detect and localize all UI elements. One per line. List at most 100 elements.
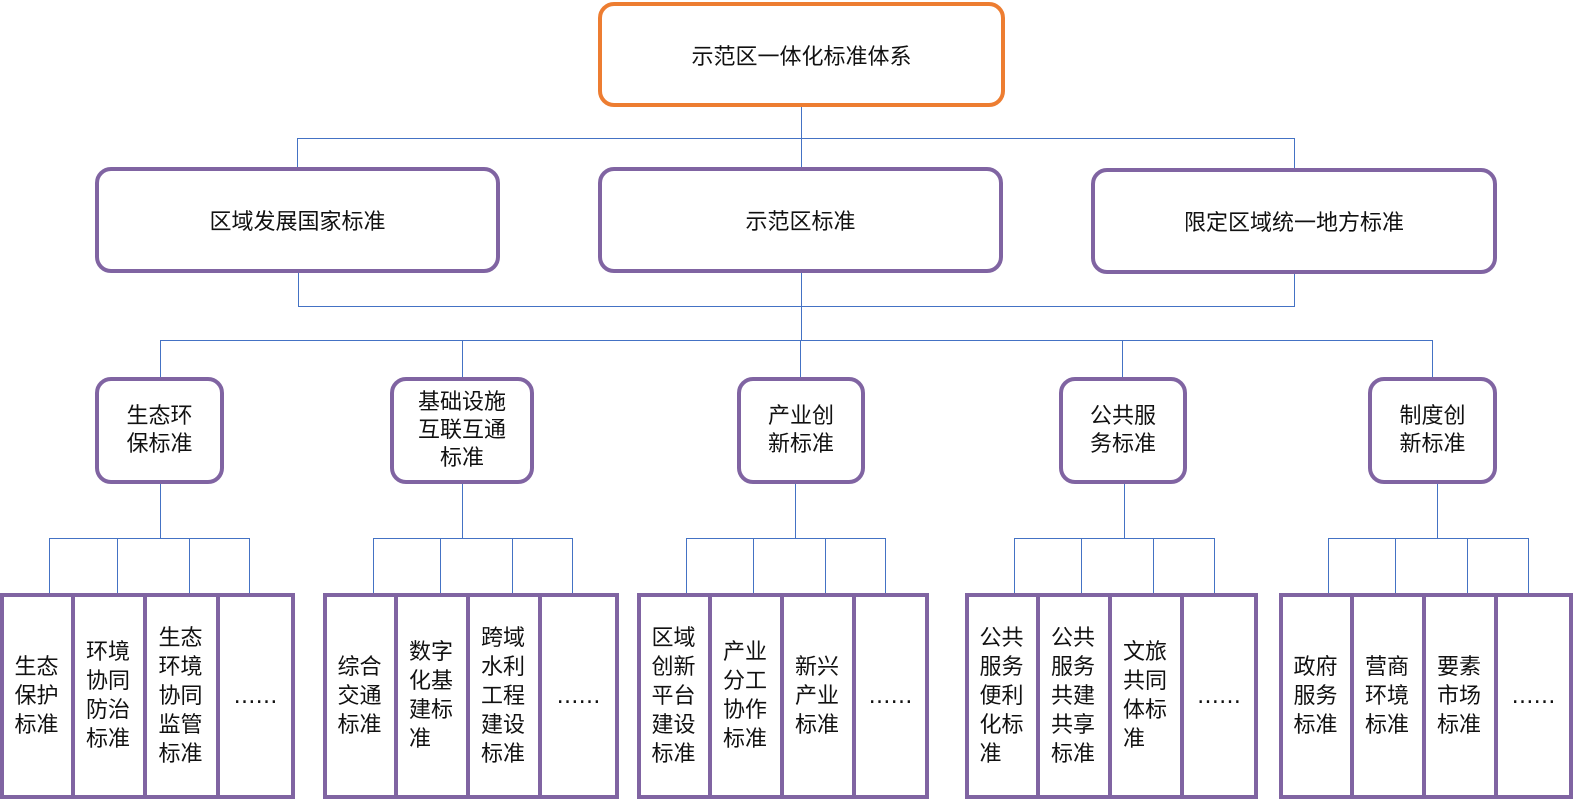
connector-l4-hub — [462, 484, 463, 538]
connector-l2-1-bottom — [298, 272, 299, 307]
l4-node-label: 数字化基建标准 — [409, 640, 454, 752]
l4-node-label: …… — [556, 683, 601, 709]
l4-node: 环境协同防治标准 — [71, 593, 147, 799]
l4-node-label: 生态保护标准 — [14, 654, 59, 738]
connector-l2-3-bottom — [1294, 272, 1295, 307]
connector-l4-drop — [117, 538, 118, 593]
connector-l4-drop — [1328, 538, 1329, 593]
l4-node-label: …… — [1511, 683, 1556, 709]
l2-node-label: 示范区标准 — [745, 210, 856, 235]
connector-l3-3 — [800, 340, 801, 378]
connector-l4-drop — [1081, 538, 1082, 593]
l4-node: 文旅共同体标准 — [1108, 593, 1184, 799]
root-node-label: 示范区一体化标准体系 — [691, 44, 912, 70]
connector-l3-2 — [462, 340, 463, 378]
l3-node: 公共服务标准 — [1059, 377, 1187, 484]
connector-l4-hub — [795, 484, 796, 538]
connector-l4-hub — [1437, 484, 1438, 538]
l2-node-national: 区域发展国家标准 — [95, 167, 500, 273]
connector-l2-2-down — [801, 272, 802, 341]
l4-node: 政府服务标准 — [1279, 593, 1354, 799]
l2-node-local: 限定区域统一地方标准 — [1091, 168, 1497, 274]
connector-l4-bus — [686, 538, 886, 539]
connector-l2-top-bus — [297, 138, 1295, 139]
l3-node: 制度创新标准 — [1368, 377, 1497, 484]
l3-node-label: 产业创新标准 — [767, 403, 834, 457]
l4-node-ellipsis: …… — [852, 593, 929, 799]
l3-node-label: 生态环保标准 — [126, 403, 193, 457]
l4-node-ellipsis: …… — [1180, 593, 1258, 799]
connector-l4-bus — [373, 538, 573, 539]
l4-node-label: 公共服务便利化标准 — [979, 625, 1024, 767]
l4-node-label: 生态环境协同监管标准 — [158, 625, 203, 767]
l4-node: 公共服务便利化标准 — [965, 593, 1040, 799]
l4-node: 产业分工协作标准 — [708, 593, 784, 799]
connector-l4-drop — [686, 538, 687, 593]
l3-node-label: 公共服务标准 — [1089, 403, 1156, 457]
l4-node: 生态环境协同监管标准 — [143, 593, 220, 799]
l4-node-label: 跨域水利工程建设标准 — [481, 625, 526, 767]
connector-l4-drop — [1528, 538, 1529, 593]
l4-node-label: 公共服务共建共享标准 — [1051, 625, 1096, 767]
l4-node-ellipsis: …… — [216, 593, 295, 799]
root-node: 示范区一体化标准体系 — [598, 2, 1005, 107]
connector-l4-bus — [49, 538, 250, 539]
l4-node-label: …… — [233, 683, 278, 709]
l4-node: 生态保护标准 — [0, 593, 75, 799]
l4-node-label: 要素市场标准 — [1437, 654, 1482, 738]
connector-l4-drop — [249, 538, 250, 593]
l4-node: 营商环境标准 — [1350, 593, 1426, 799]
connector-l4-hub — [1124, 484, 1125, 538]
connector-l4-drop — [1467, 538, 1468, 593]
connector-l4-drop — [1214, 538, 1215, 593]
connector-l4-bus — [1014, 538, 1215, 539]
l4-node: 综合交通标准 — [323, 593, 398, 799]
l4-node-ellipsis: …… — [538, 593, 619, 799]
connector-l2-1-top — [297, 138, 298, 168]
connector-l4-drop — [572, 538, 573, 593]
l4-node-label: 综合交通标准 — [337, 654, 382, 738]
l4-node-label: 新兴产业标准 — [795, 654, 840, 738]
l4-node: 公共服务共建共享标准 — [1036, 593, 1112, 799]
l3-node: 基础设施互联互通标准 — [390, 377, 534, 484]
connector-l4-hub — [160, 484, 161, 538]
l4-node: 要素市场标准 — [1422, 593, 1498, 799]
l3-node: 生态环保标准 — [95, 377, 224, 484]
l4-node-label: 营商环境标准 — [1365, 654, 1410, 738]
l3-node-label: 制度创新标准 — [1399, 403, 1466, 457]
l4-node-label: …… — [1197, 683, 1241, 709]
connector-l4-drop — [825, 538, 826, 593]
connector-l3-bus — [160, 340, 1433, 341]
l4-node-label: 区域创新平台建设标准 — [651, 625, 696, 767]
l4-node-label: 政府服务标准 — [1293, 654, 1338, 738]
l4-node-label: 产业分工协作标准 — [723, 640, 768, 752]
connector-l4-drop — [373, 538, 374, 593]
l4-node-label: …… — [868, 683, 913, 709]
l4-node: 新兴产业标准 — [780, 593, 856, 799]
l2-node-label: 限定区域统一地方标准 — [1183, 211, 1404, 236]
l2-node-label: 区域发展国家标准 — [209, 210, 386, 235]
connector-l4-drop — [885, 538, 886, 593]
connector-l4-bus — [1328, 538, 1529, 539]
connector-l4-drop — [189, 538, 190, 593]
connector-l3-5 — [1432, 340, 1433, 378]
l4-node-label: 文旅共同体标准 — [1123, 640, 1168, 752]
connector-l4-drop — [1395, 538, 1396, 593]
l4-node-label: 环境协同防治标准 — [86, 640, 131, 752]
connector-l4-drop — [49, 538, 50, 593]
l3-node: 产业创新标准 — [737, 377, 865, 484]
l2-node-demo-zone: 示范区标准 — [598, 167, 1003, 273]
connector-l4-drop — [1014, 538, 1015, 593]
connector-root-down — [801, 106, 802, 168]
connector-l3-4 — [1122, 340, 1123, 378]
l4-node: 数字化基建标准 — [394, 593, 470, 799]
connector-l4-drop — [440, 538, 441, 593]
connector-l4-drop — [753, 538, 754, 593]
l3-node-label: 基础设施互联互通标准 — [417, 389, 506, 471]
connector-l3-1 — [160, 340, 161, 378]
l4-node-ellipsis: …… — [1494, 593, 1573, 799]
connector-l4-drop — [1153, 538, 1154, 593]
connector-l4-drop — [512, 538, 513, 593]
connector-l2-bottom-bus — [298, 306, 1295, 307]
